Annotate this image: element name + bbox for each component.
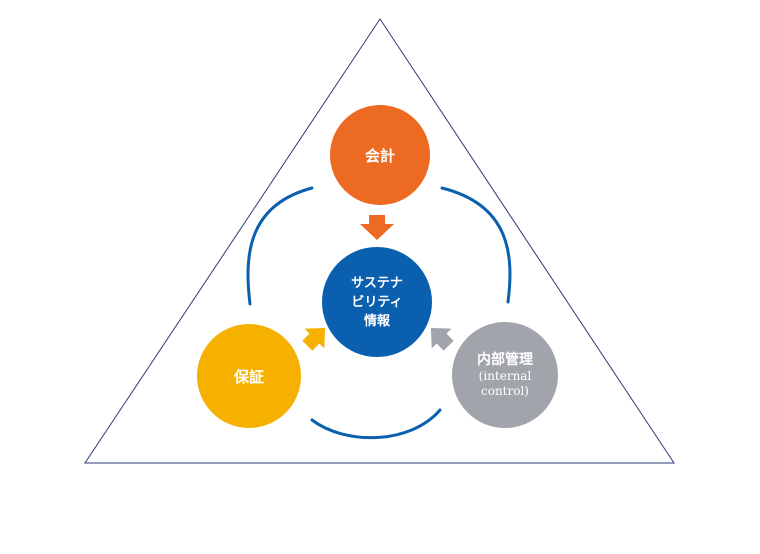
node-accounting-circle: [330, 105, 430, 205]
outer-triangle: [84, 18, 675, 464]
node-sustainability-circle: [322, 247, 432, 357]
arrow-left-to-center: [302, 327, 326, 351]
node-internal-control-circle: [452, 322, 558, 428]
arrow-right-to-center: [430, 327, 454, 351]
node-assurance-circle: [197, 324, 301, 428]
connector-arc-bottom: [310, 408, 442, 440]
arrow-top-to-center: [360, 215, 394, 240]
connector-arc-right: [440, 186, 512, 304]
connector-arc-left: [246, 186, 314, 306]
